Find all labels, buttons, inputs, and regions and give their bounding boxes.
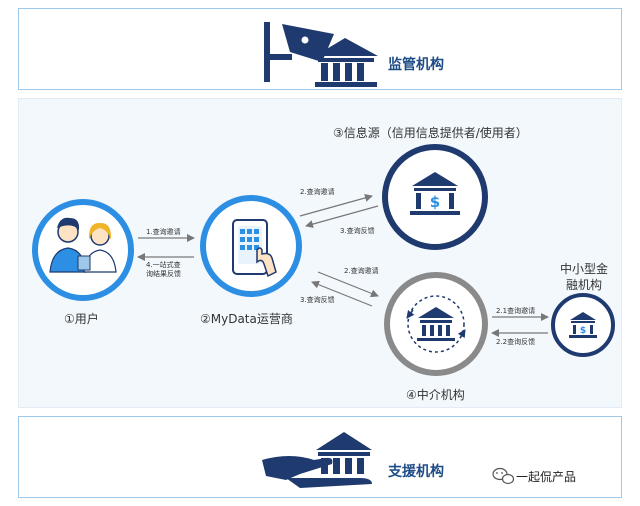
flow-label-operator-to-user-1: 4.一站式查 [146, 261, 181, 269]
flow-arrows [137, 194, 549, 337]
flow-label-operator-to-inter: 2.查询邀请 [344, 267, 379, 275]
small-fin-node: $ [551, 293, 615, 357]
flow-label-source-to-operator: 3.查询反馈 [340, 227, 375, 235]
camera-bank-icon [264, 22, 378, 87]
small-fin-label-line1: 中小型金 [560, 262, 609, 276]
operator-label: ②MyData运营商 [200, 312, 293, 326]
flow-label-user-to-operator: 1.查询邀请 [146, 228, 181, 236]
user-node [32, 199, 134, 301]
info-source-node: $ [382, 144, 488, 250]
bank-dollar-icon: $ [410, 172, 460, 215]
svg-text:$: $ [430, 193, 440, 211]
flow-label-inter-to-small: 2.1查询邀请 [496, 307, 536, 315]
support-panel [18, 416, 622, 498]
hand-bank-icon [262, 432, 372, 488]
svg-text:$: $ [580, 326, 586, 336]
small-fin-label-line2: 融机构 [566, 278, 603, 292]
support-label: 支援机构 [388, 464, 444, 480]
regulator-label: 监管机构 [388, 57, 444, 73]
users-icon [49, 217, 117, 273]
flow-label-operator-to-source: 2.查询邀请 [300, 188, 335, 196]
bank-cycle-icon [417, 307, 455, 341]
user-label: ①用户 [64, 312, 99, 326]
flow-label-operator-to-user-2: 询结果反馈 [146, 270, 181, 278]
intermediary-label: ④中介机构 [406, 388, 465, 402]
phone-touch-icon [232, 219, 277, 278]
info-source-label: ③信息源（信用信息提供者/使用者） [333, 126, 528, 140]
intermediary-node [384, 272, 488, 376]
watermark-text: 一起侃产品 [516, 470, 577, 484]
wechat-icon [492, 467, 515, 485]
flow-label-small-to-inter: 2.2查询反馈 [496, 338, 536, 346]
flow-label-inter-to-operator: 3.查询反馈 [300, 296, 335, 304]
operator-node [200, 195, 302, 297]
bank-dollar-icon: $ [569, 312, 597, 338]
